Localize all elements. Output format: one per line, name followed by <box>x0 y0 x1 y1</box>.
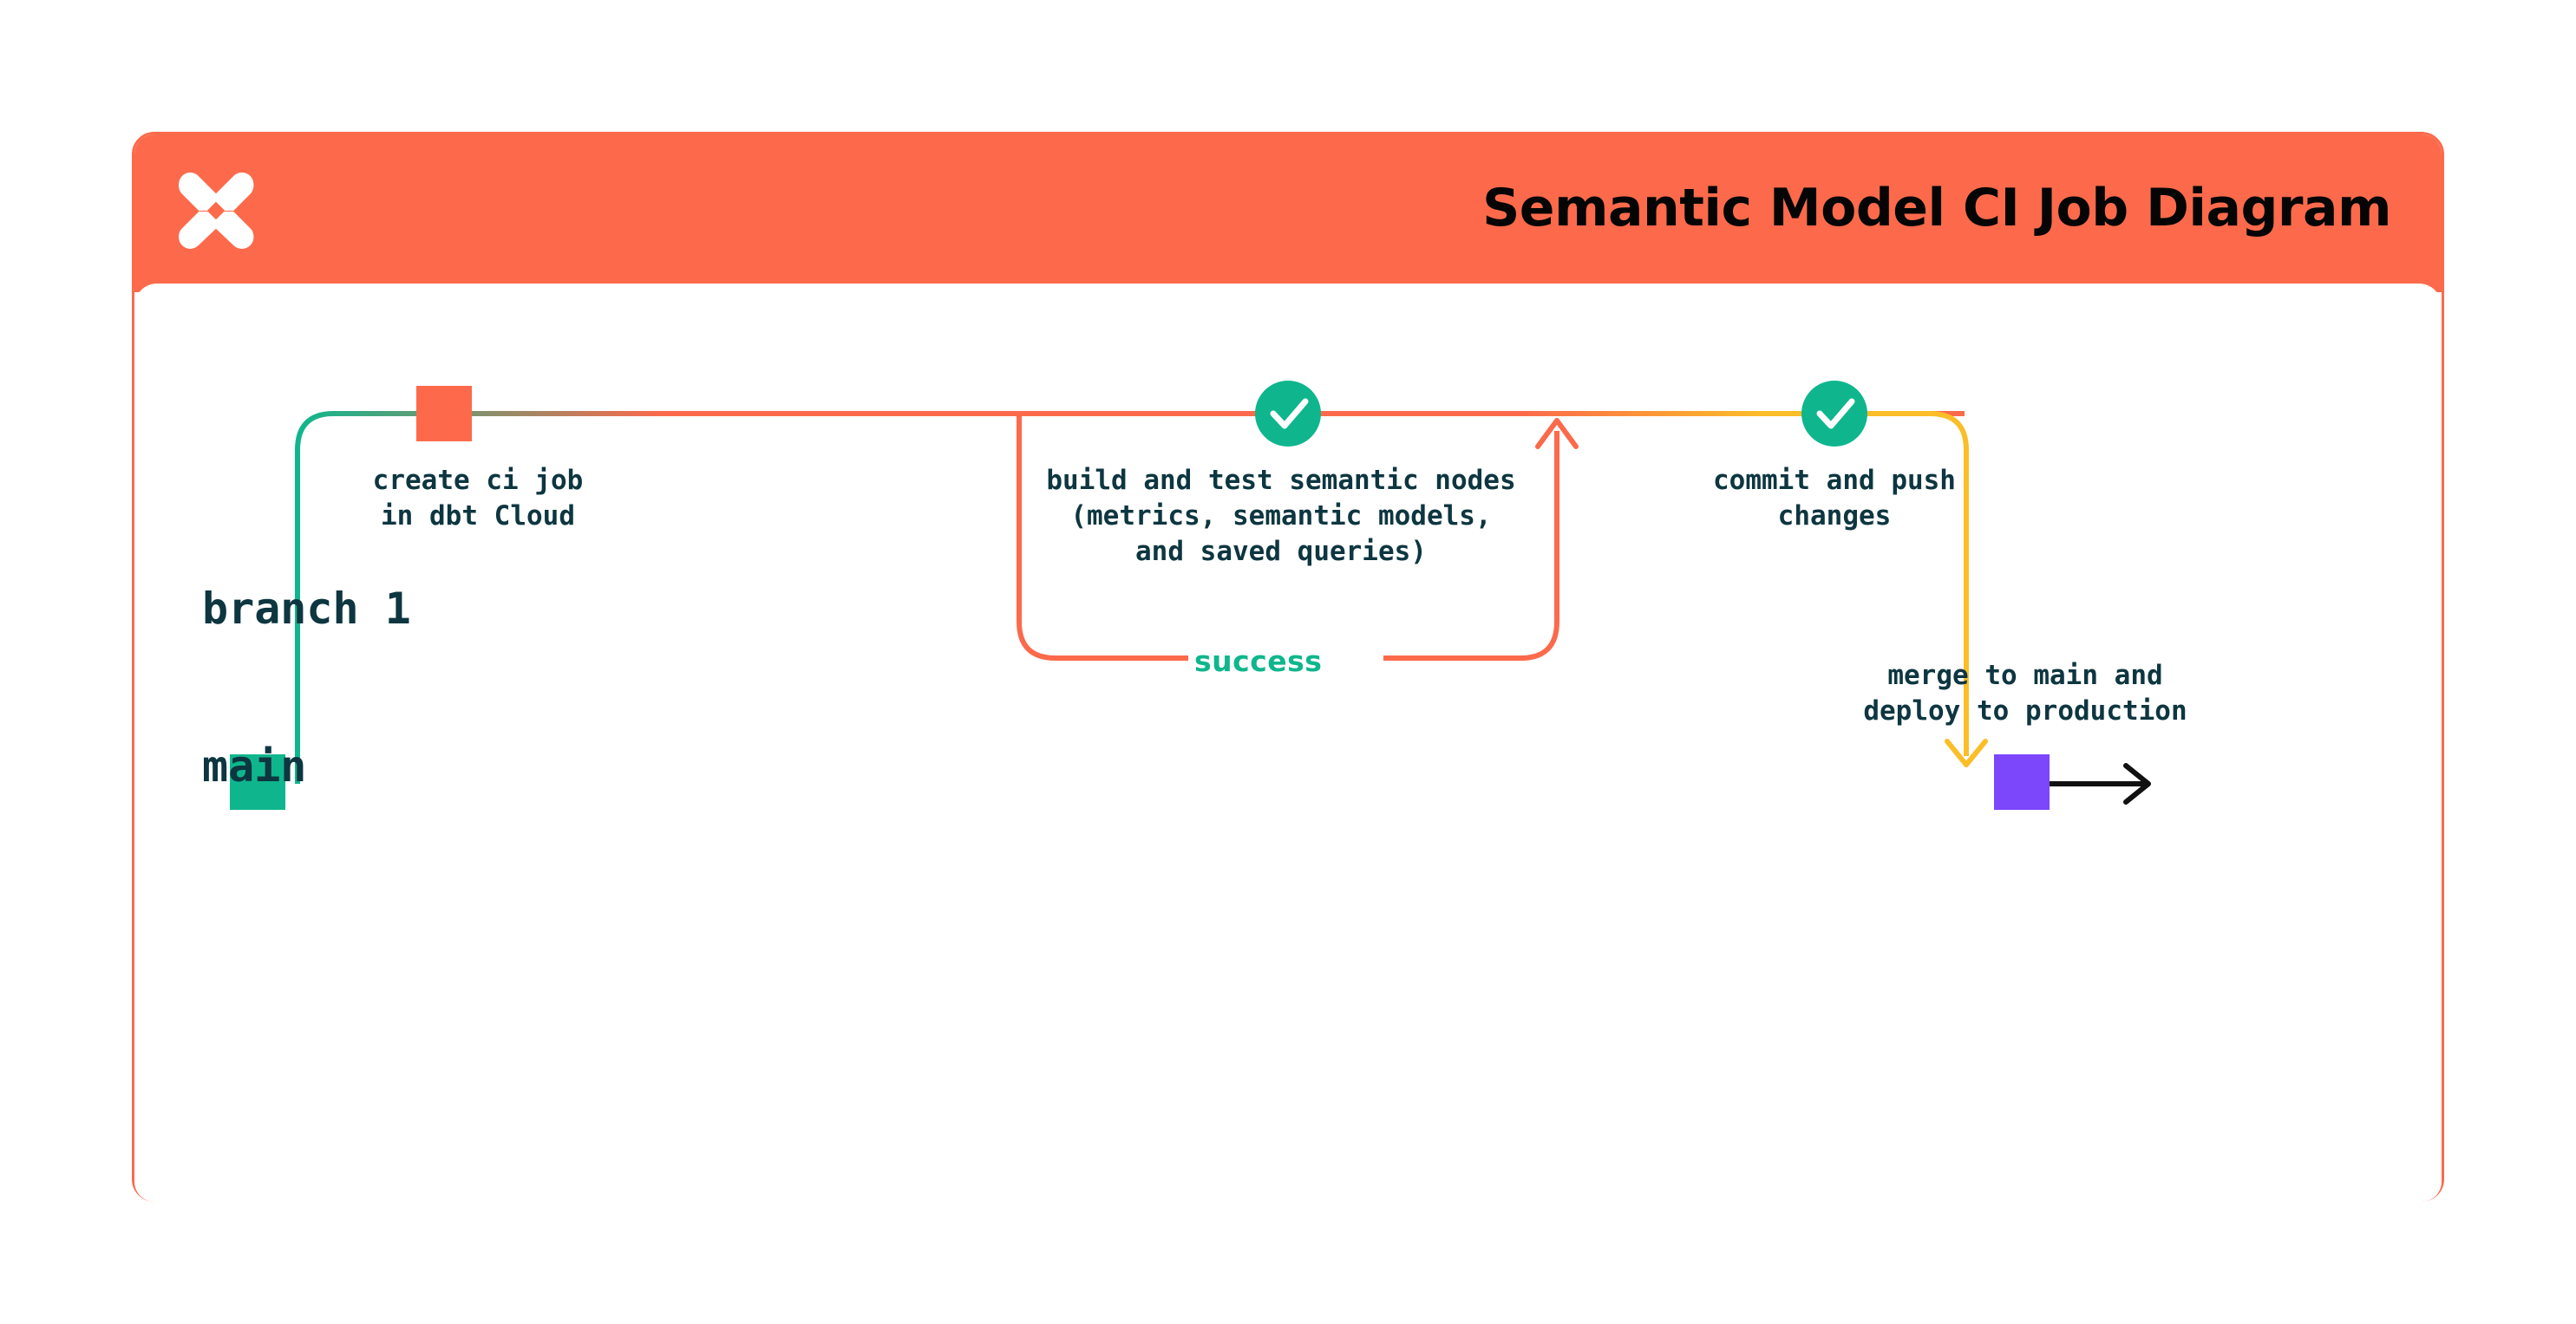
commit-and-push-node-marker <box>1801 381 1867 447</box>
card-body: branch 1 main create ci job in dbt Cloud… <box>134 284 2442 1202</box>
branch-1-merge-line <box>1522 411 1969 756</box>
node-label-merge-to-main: merge to main and deploy to production <box>1863 660 2187 727</box>
branch-label-main: main <box>202 741 307 792</box>
node-label-commit-and-push: commit and push changes <box>1713 465 1956 532</box>
diagram-card: Semantic Model CI Job Diagram <box>132 132 2444 1202</box>
page-title: Semantic Model CI Job Diagram <box>1482 178 2391 238</box>
dbt-x-logo-icon <box>179 173 254 249</box>
main-node-marker <box>230 754 285 810</box>
success-loop-edge <box>1017 414 1188 661</box>
build-and-test-check-icon <box>1270 398 1309 429</box>
node-label-create-ci-job: create ci job in dbt Cloud <box>372 465 584 532</box>
card-header: Semantic Model CI Job Diagram <box>134 134 2442 292</box>
merge-arrow-head-icon <box>1945 739 1988 767</box>
build-and-test-node-marker <box>1255 381 1321 447</box>
branch-1-line <box>295 411 1965 784</box>
merge-to-main-node-marker <box>1994 754 2050 810</box>
success-loop-arrow-head-icon <box>1535 418 1579 449</box>
main-arrow-head-icon <box>2123 763 2151 805</box>
create-ci-job-node-marker <box>416 386 472 441</box>
branch-label-branch-1: branch 1 <box>202 584 411 634</box>
edge-label-success: success <box>1194 644 1323 678</box>
git-graph-canvas <box>230 381 2151 810</box>
success-loop-edge-right <box>1383 431 1559 661</box>
commit-and-push-check-icon <box>1816 398 1855 429</box>
node-label-build-and-test: build and test semantic nodes (metrics, … <box>1046 465 1516 567</box>
